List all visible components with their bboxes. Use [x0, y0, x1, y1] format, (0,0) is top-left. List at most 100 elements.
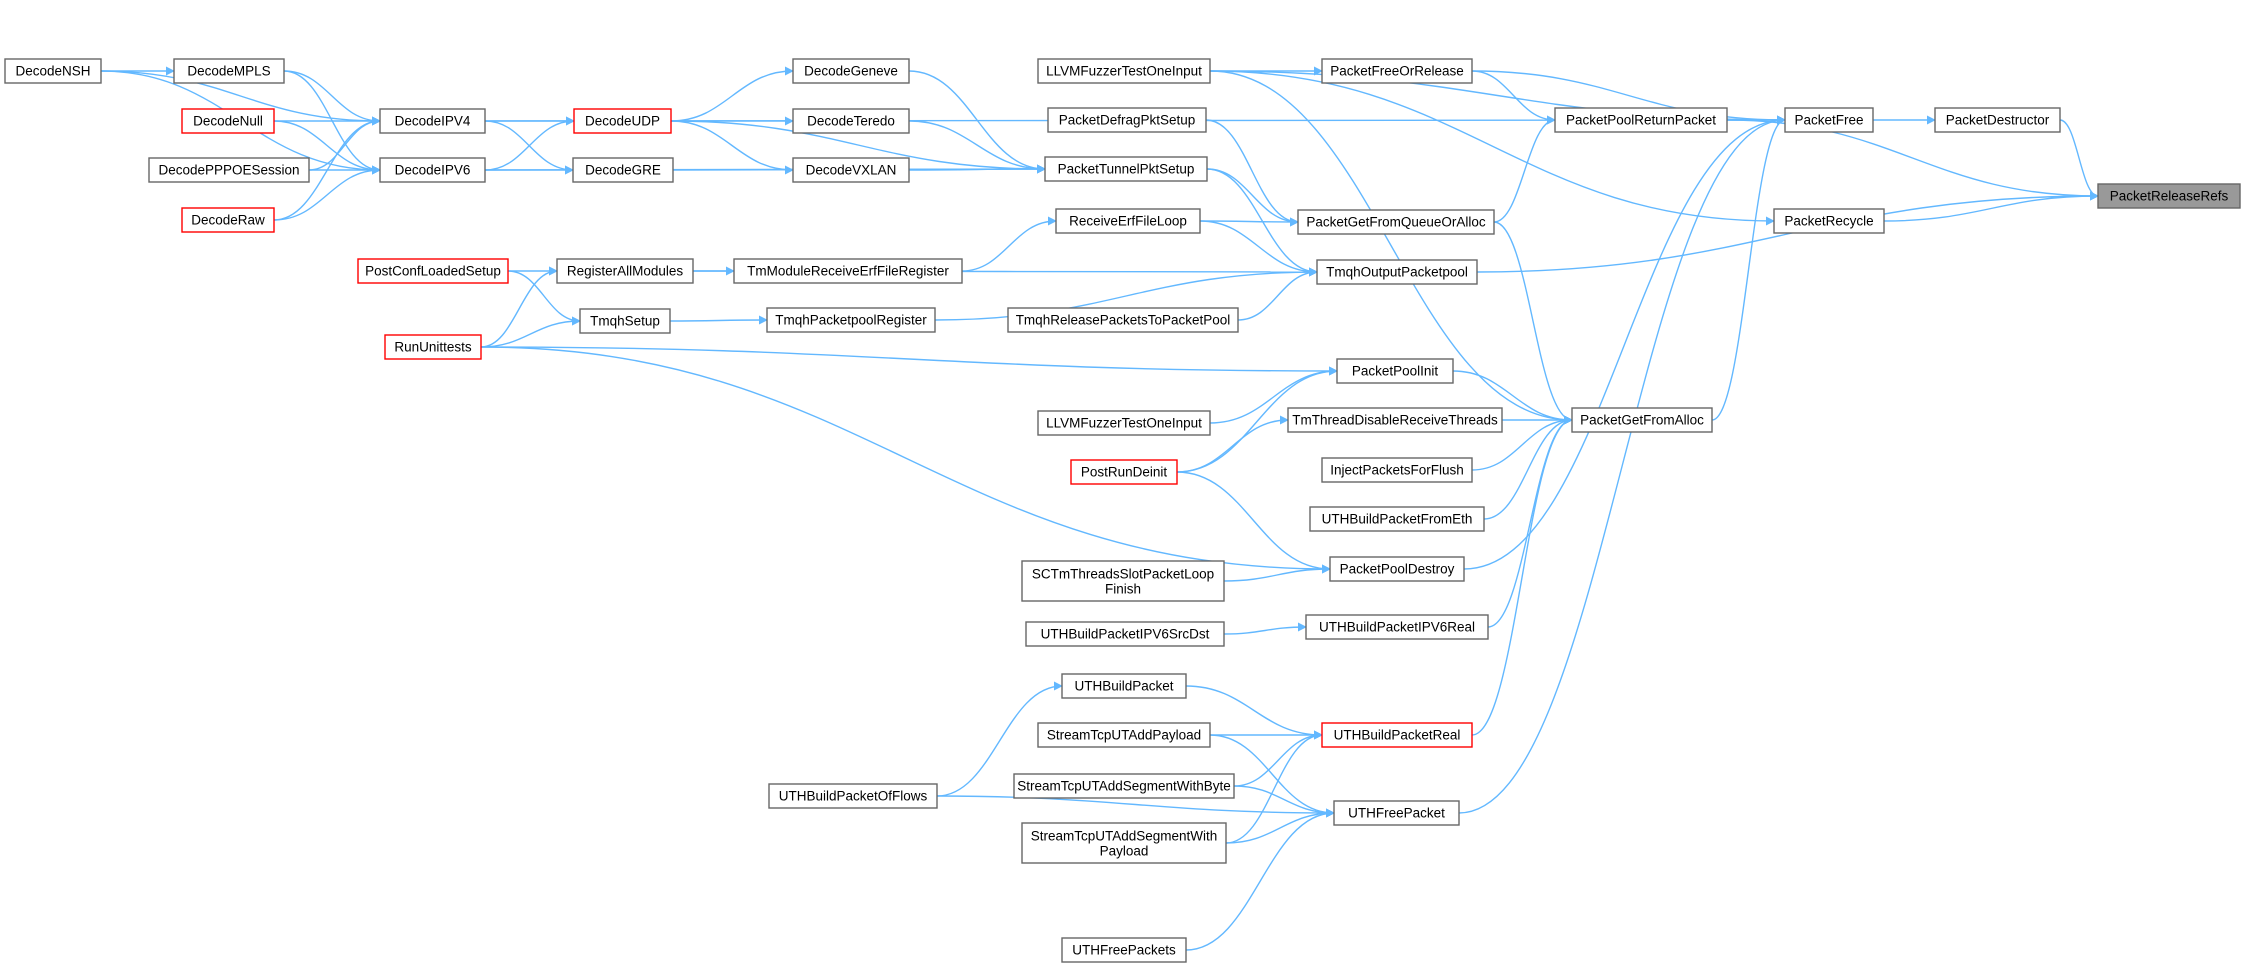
node-post-conf-loaded-setup[interactable]: PostConfLoadedSetup	[357, 258, 509, 284]
node-label: PacketPoolInit	[1352, 364, 1439, 379]
node-tmqh-output-packetpool[interactable]: TmqhOutputPacketpool	[1316, 259, 1478, 285]
node-register-all-modules[interactable]: RegisterAllModules	[556, 258, 694, 284]
node-packet-get-from-alloc[interactable]: PacketGetFromAlloc	[1571, 407, 1713, 433]
node-uthfree-packets[interactable]: UTHFreePackets	[1061, 937, 1187, 963]
node-decode-ipv4[interactable]: DecodeIPV4	[379, 108, 486, 134]
node-packet-pool-return-packet[interactable]: PacketPoolReturnPacket	[1554, 107, 1728, 133]
edge-line	[1209, 70, 1573, 425]
node-label: TmqhSetup	[590, 314, 660, 329]
node-box	[1321, 58, 1473, 84]
node-post-run-deinit[interactable]: PostRunDeinit	[1070, 459, 1178, 485]
edge-packet-get-from-alloc-to-packet-free	[1711, 115, 1786, 421]
node-box	[1047, 107, 1207, 133]
node-box	[579, 308, 671, 334]
edge-receive-erf-file-loop-to-tmqh-output-packetpool	[1199, 220, 1318, 277]
node-box	[556, 258, 694, 284]
node-packet-free-or-release[interactable]: PacketFreeOrRelease	[1321, 58, 1473, 84]
node-uthbuild-packet-ipv6-src-dst[interactable]: UTHBuildPacketIPV6SrcDst	[1025, 621, 1225, 647]
node-uthbuild-packet-ipv6-real[interactable]: UTHBuildPacketIPV6Real	[1305, 614, 1489, 640]
node-box	[1007, 307, 1239, 333]
node-label: PacketPoolDestroy	[1340, 562, 1455, 577]
edge-line	[670, 120, 794, 175]
node-tm-thread-disable-receive-threads[interactable]: TmThreadDisableReceiveThreads	[1287, 407, 1503, 433]
node-box	[792, 157, 910, 183]
node-box	[1316, 259, 1478, 285]
node-packet-get-from-queue-or-alloc[interactable]: PacketGetFromQueueOrAlloc	[1297, 209, 1495, 235]
node-box	[1309, 506, 1485, 532]
node-label: PostRunDeinit	[1081, 465, 1168, 480]
node-decode-teredo[interactable]: DecodeTeredo	[792, 108, 910, 134]
node-packet-recycle[interactable]: PacketRecycle	[1773, 208, 1885, 234]
node-label: DecodeNSH	[15, 64, 90, 79]
node-uthbuild-packet[interactable]: UTHBuildPacket	[1061, 673, 1187, 699]
node-run-unittests[interactable]: RunUnittests	[384, 334, 482, 360]
node-packet-pool-destroy[interactable]: PacketPoolDestroy	[1329, 556, 1465, 582]
node-inject-packets-for-flush[interactable]: InjectPacketsForFlush	[1321, 457, 1473, 483]
node-uthfree-packet[interactable]: UTHFreePacket	[1333, 800, 1460, 826]
edge-stream-tcp-utadd-segment-with-byte-to-uthbuild-packet-real	[1233, 730, 1323, 787]
node-label: DecodeGeneve	[804, 64, 898, 79]
node-packet-release-refs[interactable]: PacketReleaseRefs	[2097, 183, 2241, 209]
edge-line	[1223, 622, 1307, 635]
node-llvmfuzzer-test-one-input2[interactable]: LLVMFuzzerTestOneInput	[1037, 410, 1211, 436]
node-decode-geneve[interactable]: DecodeGeneve	[792, 58, 910, 84]
node-label: DecodePPPOESession	[158, 163, 299, 178]
node-decode-ipv6[interactable]: DecodeIPV6	[379, 157, 486, 183]
node-box	[1554, 107, 1728, 133]
node-decode-raw[interactable]: DecodeRaw	[181, 207, 275, 233]
node-label: LLVMFuzzerTestOneInput	[1046, 416, 1202, 431]
edge-stream-tcp-utadd-segment-with-payload-to-uthfree-packet	[1225, 808, 1335, 844]
node-layer: PacketReleaseRefs PacketDestructor PacketF…	[4, 58, 2241, 963]
node-label: UTHBuildPacketIPV6SrcDst	[1041, 627, 1210, 642]
edge-line	[1476, 191, 2099, 273]
node-packet-free[interactable]: PacketFree	[1784, 107, 1874, 133]
edge-line	[1176, 471, 1331, 574]
node-llvmfuzzer-test-one-input1[interactable]: LLVMFuzzerTestOneInput	[1037, 58, 1211, 84]
node-decode-mpls[interactable]: DecodeMPLS	[173, 58, 285, 84]
node-decode-vxlan[interactable]: DecodeVXLAN	[792, 157, 910, 183]
node-box	[1305, 614, 1489, 640]
node-uthbuild-packet-from-eth[interactable]: UTHBuildPacketFromEth	[1309, 506, 1485, 532]
node-tmqh-setup[interactable]: TmqhSetup	[579, 308, 671, 334]
node-decode-null[interactable]: DecodeNull	[181, 108, 275, 134]
node-label: ReceiveErfFileLoop	[1069, 214, 1187, 229]
node-decode-gre[interactable]: DecodeGRE	[572, 157, 674, 183]
node-label: UTHBuildPacketFromEth	[1322, 512, 1473, 527]
edge-line	[484, 120, 574, 175]
node-tmqh-release-packets-to-packet-pool[interactable]: TmqhReleasePacketsToPacketPool	[1007, 307, 1239, 333]
edge-line	[1711, 115, 1786, 421]
node-tm-module-receive-erf-file-register[interactable]: TmModuleReceiveErfFileRegister	[733, 258, 963, 284]
node-decode-nsh[interactable]: DecodeNSH	[4, 58, 102, 84]
edge-uthfree-packet-to-packet-free	[1458, 115, 1786, 814]
node-label: PacketReleaseRefs	[2110, 189, 2229, 204]
node-packet-destructor[interactable]: PacketDestructor	[1934, 107, 2061, 133]
node-receive-erf-file-loop[interactable]: ReceiveErfFileLoop	[1055, 208, 1201, 234]
node-uthbuild-packet-of-flows[interactable]: UTHBuildPacketOfFlows	[768, 783, 938, 809]
node-label: StreamTcpUTAddSegmentWithByte	[1017, 779, 1231, 794]
node-decode-udp[interactable]: DecodeUDP	[573, 108, 672, 134]
edge-line	[283, 70, 381, 175]
node-box	[1037, 58, 1211, 84]
node-packet-pool-init[interactable]: PacketPoolInit	[1336, 358, 1454, 384]
node-uthbuild-packet-real[interactable]: UTHBuildPacketReal	[1321, 722, 1473, 748]
node-packet-defrag-pkt-setup[interactable]: PacketDefragPktSetup	[1047, 107, 1207, 133]
node-label: PacketPoolReturnPacket	[1566, 113, 1716, 128]
node-box	[1037, 722, 1211, 748]
edge-line	[308, 116, 381, 171]
edge-llvmfuzzer-test-one-input1-to-packet-get-from-alloc	[1209, 70, 1573, 425]
node-stream-tcp-utadd-segment-with-byte[interactable]: StreamTcpUTAddSegmentWithByte	[1013, 773, 1235, 799]
edge-line	[480, 316, 581, 348]
edge-line	[1176, 415, 1289, 473]
node-stream-tcp-utadd-payload[interactable]: StreamTcpUTAddPayload	[1037, 722, 1211, 748]
edge-decode-ipv4-to-decode-gre	[484, 120, 574, 175]
node-box	[1021, 560, 1225, 602]
node-tmqh-packetpool-register[interactable]: TmqhPacketpoolRegister	[766, 307, 936, 333]
edge-line	[507, 270, 581, 326]
node-decode-pppoesession[interactable]: DecodePPPOESession	[148, 157, 310, 183]
edge-line	[273, 120, 381, 175]
node-box	[766, 307, 936, 333]
node-packet-tunnel-pkt-setup[interactable]: PacketTunnelPktSetup	[1044, 156, 1208, 182]
